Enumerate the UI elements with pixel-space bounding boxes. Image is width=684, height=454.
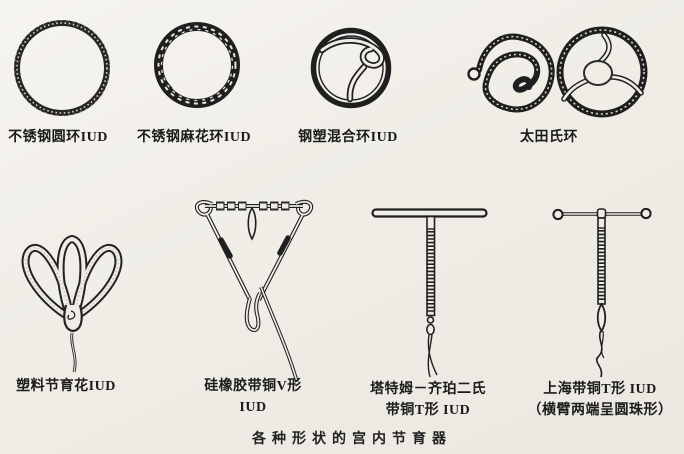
label-shanghai-copper-t: 上海带铜T形 IUD （横臂两端呈圆珠形） [528, 379, 673, 421]
tatum-t-drawing [371, 208, 488, 378]
label-stainless-twisted-ring: 不锈钢麻花环IUD [136, 130, 252, 145]
label-tatum-zipper-t: 塔特姆－齐珀二氏 带铜T形 IUD [370, 379, 486, 421]
ota-ring-spiral-drawing [467, 33, 555, 113]
label-shanghai-copper-t-line1: 上海带铜T形 IUD [543, 382, 657, 397]
shanghai-t-drawing [552, 207, 652, 378]
label-stainless-round-ring: 不锈钢圆环IUD [8, 130, 108, 145]
label-plastic-flower: 塑料节育花IUD [16, 379, 116, 394]
silicone-v-drawing [194, 199, 314, 383]
steel-plastic-ring-drawing [310, 27, 392, 109]
figure-caption: 各种形状的宫内节育器 [252, 432, 452, 447]
label-ota-ring: 太田氏环 [520, 130, 578, 145]
label-shanghai-copper-t-line2: （横臂两端呈圆珠形） [527, 403, 673, 418]
label-silicone-copper-v-line1: 硅橡胶带铜V形 [204, 379, 302, 394]
label-tatum-zipper-t-line1: 塔特姆－齐珀二氏 [370, 382, 486, 397]
stainless-twisted-ring-drawing [154, 22, 240, 108]
label-tatum-zipper-t-line2: 带铜T形 IUD [385, 403, 471, 418]
label-silicone-copper-v-line2: IUD [239, 400, 267, 415]
label-silicone-copper-v: 硅橡胶带铜V形 IUD [204, 376, 302, 418]
stainless-round-ring-drawing [14, 20, 110, 116]
plastic-flower-drawing [21, 234, 123, 373]
label-steel-plastic-ring: 钢塑混合环IUD [298, 130, 398, 145]
ota-ring-spoke-drawing [556, 26, 648, 118]
